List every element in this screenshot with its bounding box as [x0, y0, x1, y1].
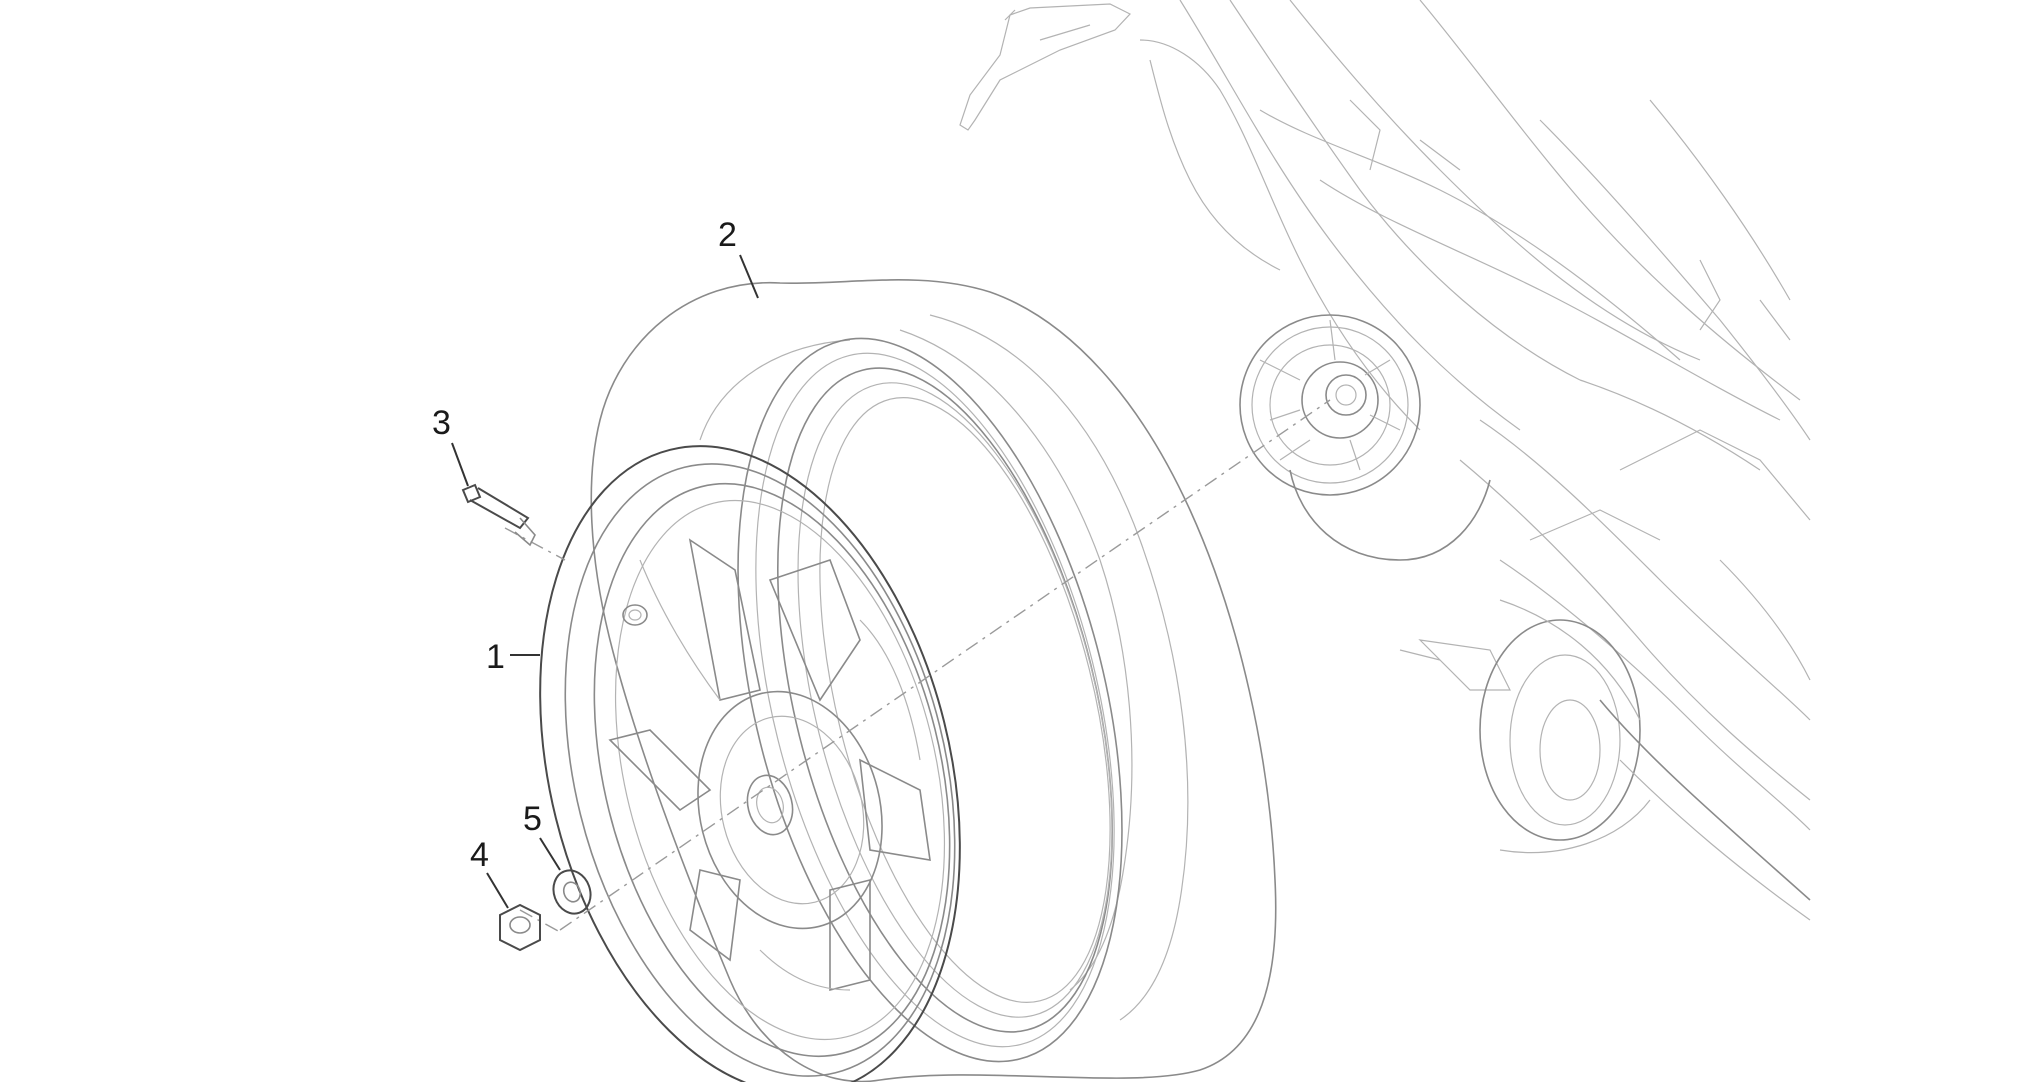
scooter-frame	[959, 0, 1811, 921]
valve	[461, 483, 536, 547]
callout-tyre: 2	[718, 216, 737, 254]
wheel-rim	[539, 445, 961, 1087]
nut	[499, 903, 541, 952]
callout-washer: 5	[523, 800, 542, 838]
callout-nut: 4	[470, 836, 489, 874]
callout-valve: 3	[432, 404, 451, 442]
callout-wheel-rim: 1	[486, 638, 505, 676]
tyre	[590, 279, 1277, 1083]
washer	[552, 869, 592, 915]
rim-barrel	[737, 337, 1123, 1063]
leader-line-3	[451, 442, 469, 487]
leader-line-4	[486, 872, 509, 909]
leader-line-5	[539, 837, 561, 871]
leader-line-2	[739, 254, 759, 299]
